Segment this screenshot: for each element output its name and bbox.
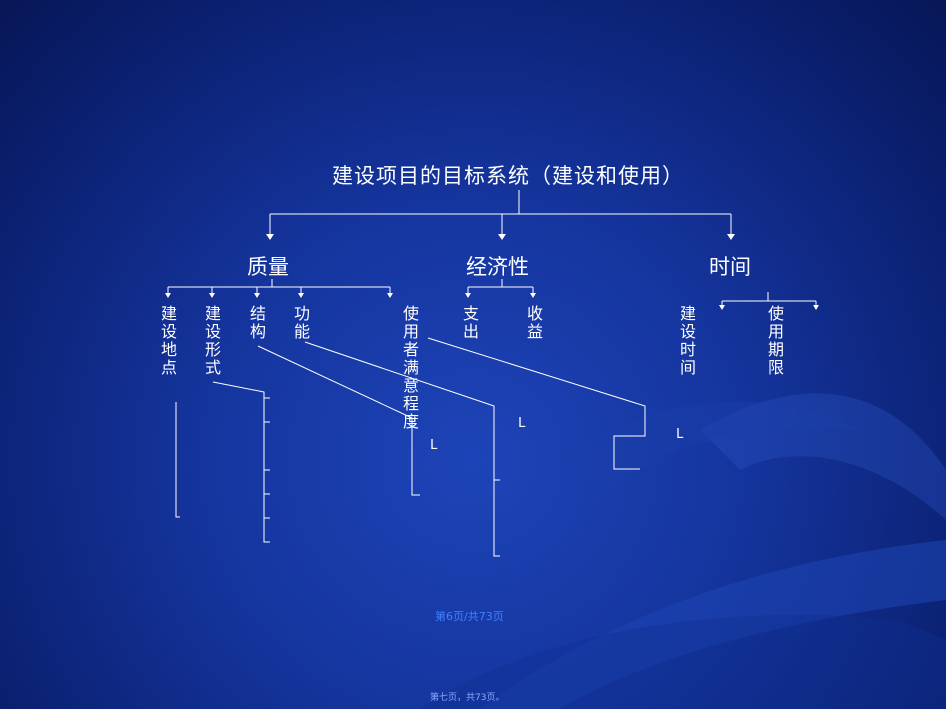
item-expense: 支出	[460, 305, 479, 341]
page-indicator: 第6页/共73页	[435, 610, 504, 623]
item-structure: 结构	[247, 305, 266, 341]
category-time: 时间	[709, 255, 751, 279]
item-build-time: 建设时间	[677, 305, 696, 377]
item-function: 功能	[291, 305, 310, 341]
mark-1: L	[430, 438, 438, 453]
item-service-life: 使用期限	[765, 305, 784, 377]
page-indicator-small: 第七页，共73页。	[430, 693, 505, 703]
mark-2: L	[518, 416, 526, 431]
root-node: 建设项目的目标系统（建设和使用）	[332, 164, 684, 188]
category-economy: 经济性	[466, 255, 529, 279]
item-satisfaction: 使用者满意程度	[400, 305, 419, 431]
item-site: 建设地点	[158, 305, 177, 377]
mark-3: L	[676, 427, 684, 442]
item-form: 建设形式	[202, 305, 221, 377]
item-income: 收益	[524, 305, 543, 341]
category-quality: 质量	[247, 255, 289, 279]
